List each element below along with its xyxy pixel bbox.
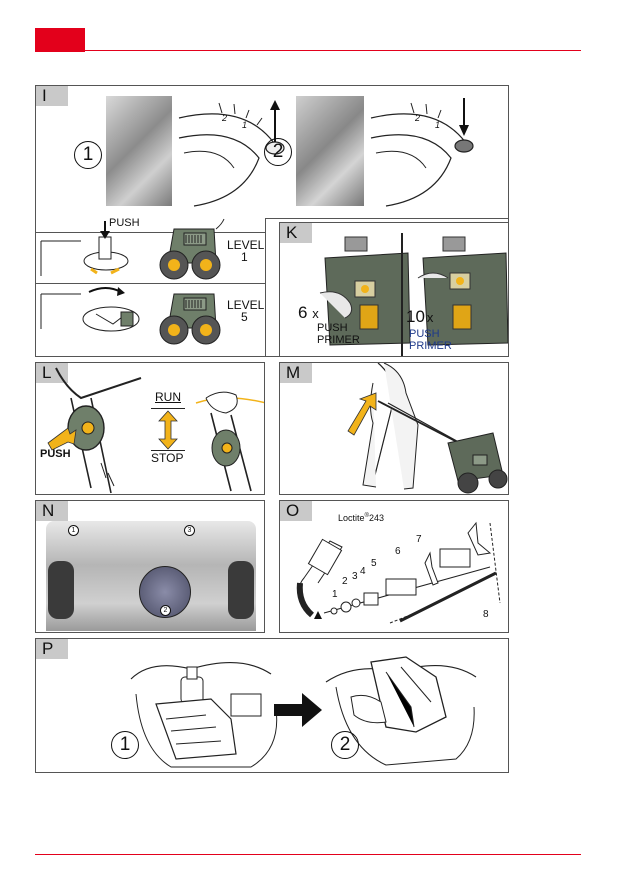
panel-tag: K xyxy=(280,223,312,243)
dial-mark-2: 2 xyxy=(222,113,228,123)
part-num-1: 1 xyxy=(332,589,338,600)
panel-tag: N xyxy=(36,501,68,521)
right-wheel xyxy=(228,561,254,619)
panel-tag: O xyxy=(280,501,312,521)
engine-photo-2 xyxy=(296,96,364,206)
primer-label-left: PRIMER xyxy=(317,334,360,346)
panel-tag: P xyxy=(36,639,68,659)
push-knob-drawing xyxy=(40,221,129,276)
step-badge-1: 1 xyxy=(111,731,139,759)
k-edge-line xyxy=(265,218,508,219)
part-num-4: 4 xyxy=(360,566,366,577)
exploded-shaft-diagram xyxy=(296,521,501,624)
dial-drawing-2 xyxy=(370,98,474,207)
push-label: PUSH xyxy=(109,217,140,229)
loctite-label: Loctite®243 xyxy=(338,513,384,523)
inner-frame-divider xyxy=(36,283,265,284)
panel-n: N 1 2 3 xyxy=(35,500,265,633)
k-edge-v xyxy=(265,218,266,232)
level-label-1: LEVEL xyxy=(227,238,265,252)
push-label-left: PUSH xyxy=(317,322,348,334)
step-badge-2: 2 xyxy=(331,731,359,759)
run-label: RUN xyxy=(155,390,181,404)
part-num-2: 2 xyxy=(342,576,348,587)
operator-pushing-machine xyxy=(347,363,508,494)
inner-frame xyxy=(36,232,266,356)
engine-photo-1 xyxy=(106,96,172,206)
machine-icon-level-1 xyxy=(159,218,225,280)
panel-p: P 1 2 xyxy=(35,638,509,773)
part-num-5: 5 xyxy=(371,558,377,569)
header-red-block xyxy=(35,28,85,52)
panel-i: I 2 1 1 2 1 2 PUSH xyxy=(35,85,509,357)
machine-icon-level-5 xyxy=(159,293,221,345)
callout-3: 3 xyxy=(184,525,195,536)
engine-primer-right xyxy=(417,236,508,346)
callout-2: 2 xyxy=(160,605,171,616)
stop-label: STOP xyxy=(151,451,184,465)
handle-drawing-left xyxy=(47,367,142,494)
level-label-5: LEVEL xyxy=(227,298,265,312)
panel-tag: M xyxy=(280,363,312,383)
k-divider xyxy=(401,233,403,356)
handle-drawing-right xyxy=(195,391,264,492)
panel-l: L PUSH RUN STOP xyxy=(35,362,265,495)
header-red-rule xyxy=(85,50,581,51)
stop-line xyxy=(151,450,185,451)
primer-count-6: 6 x xyxy=(298,303,319,322)
dial-mark-1b: 1 xyxy=(435,120,441,130)
rotary-knob-drawing xyxy=(40,287,140,332)
engine-primer-left xyxy=(319,236,411,346)
panel-tag: L xyxy=(36,363,68,383)
dial-mark-1: 1 xyxy=(242,120,248,130)
step-badge-1: 1 xyxy=(74,141,102,169)
footer-red-rule xyxy=(35,854,581,855)
callout-1: 1 xyxy=(68,525,79,536)
run-stop-arrow xyxy=(158,410,178,450)
panel-m: M xyxy=(279,362,509,495)
part-num-3: 3 xyxy=(352,571,358,582)
cover-open-drawing xyxy=(130,662,278,768)
level-number-1: 1 xyxy=(241,250,248,264)
left-wheel xyxy=(48,561,74,619)
panel-o: O Loctite®243 1 2 3 4 5 6 7 8 xyxy=(279,500,509,633)
part-num-7: 7 xyxy=(416,534,422,545)
panel-tag: I xyxy=(36,86,68,106)
cover-closed-drawing xyxy=(325,656,477,766)
push-label: PUSH xyxy=(40,448,71,460)
level-number-5: 5 xyxy=(241,310,248,324)
part-num-6: 6 xyxy=(395,546,401,557)
part-num-8: 8 xyxy=(483,609,489,620)
transition-arrow xyxy=(274,693,322,727)
primer-label-right: PRIMER xyxy=(409,340,452,352)
run-line xyxy=(151,408,185,409)
step-badge-2: 2 xyxy=(264,138,292,166)
dial-mark-2b: 2 xyxy=(415,113,421,123)
push-label-right: PUSH xyxy=(409,328,440,340)
